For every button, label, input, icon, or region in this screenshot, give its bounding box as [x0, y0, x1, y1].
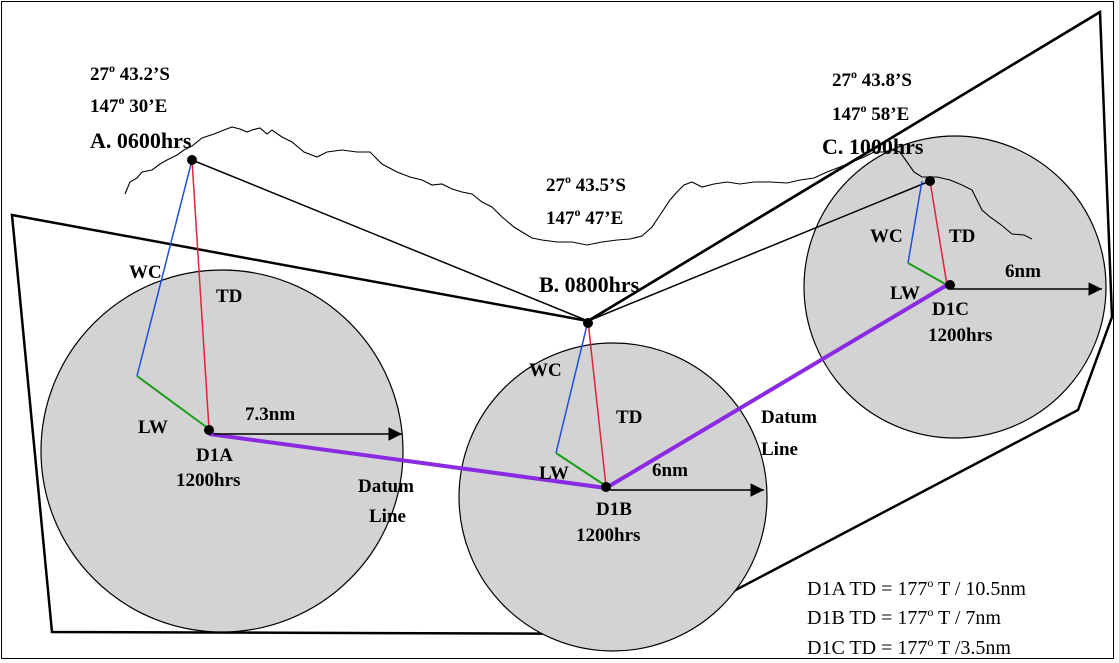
position-c-longitude: 147o 58’E	[832, 101, 909, 125]
datum-line-label-left-1: Datum	[358, 476, 414, 497]
search-circle-d1a	[40, 269, 404, 633]
leeway-vector-a	[136, 375, 210, 430]
radius-label-d1c: 6nm	[1005, 261, 1041, 282]
radius-label-d1b: 6nm	[652, 460, 688, 481]
td-label-c: TD	[949, 226, 975, 247]
leeway-vector-b	[555, 452, 607, 487]
datum-name-d1c: D1C	[932, 299, 969, 320]
water-current-vector-a	[136, 159, 193, 377]
wc-label-b: WC	[529, 360, 562, 381]
wc-label-c: WC	[870, 226, 903, 247]
position-b-longitude: 147o 47’E	[546, 205, 623, 229]
datum-name-d1a: D1A	[196, 445, 233, 466]
total-drift-vector-b	[587, 320, 607, 487]
search-circle-d1b	[458, 342, 768, 652]
position-b-latitude: 27o 43.5’S	[546, 172, 626, 196]
datum-time-d1a: 1200hrs	[176, 470, 240, 491]
fix-point-a	[187, 155, 197, 165]
lw-label-b: LW	[539, 463, 569, 484]
lw-label-c: LW	[890, 283, 920, 304]
total-drift-vector-a	[191, 159, 210, 430]
position-b-fix: B. 0800hrs	[539, 272, 640, 297]
position-c-fix: C. 1000hrs	[822, 134, 924, 159]
search-area-upper-edge	[587, 10, 1101, 323]
legend-d1a: D1A TD = 177o T / 10.5nm	[807, 576, 1026, 600]
position-a-latitude: 27o 43.2’S	[90, 61, 170, 85]
water-current-vector-c	[907, 180, 923, 264]
datum-time-d1b: 1200hrs	[576, 525, 640, 546]
legend-d1c: D1C TD = 177o T /3.5nm	[807, 635, 1011, 659]
td-label-a: TD	[216, 286, 242, 307]
total-drift-vector-c	[929, 180, 948, 286]
datum-line-label-right-2: Line	[761, 439, 798, 460]
datum-line-label-left-2: Line	[369, 506, 406, 527]
position-a-longitude: 147o 30’E	[90, 93, 167, 117]
water-current-vector-b	[555, 320, 589, 454]
datum-line-label-right-1: Datum	[761, 407, 817, 428]
fix-point-c	[925, 176, 935, 186]
track-c-to-b	[587, 180, 931, 322]
datum-time-d1c: 1200hrs	[928, 325, 992, 346]
td-label-b: TD	[616, 407, 642, 428]
datum-name-d1b: D1B	[596, 499, 632, 520]
datum-point-d1b	[601, 482, 611, 492]
position-a-fix: A. 0600hrs	[90, 128, 192, 153]
fix-point-b	[583, 318, 593, 328]
track-a-to-b	[191, 159, 589, 322]
position-c-latitude: 27o 43.8’S	[832, 67, 912, 91]
lw-label-a: LW	[138, 417, 168, 438]
wc-label-a: WC	[129, 262, 162, 283]
datum-point-d1a	[204, 425, 214, 435]
search-circle-d1c	[803, 135, 1107, 439]
datum-point-d1c	[945, 280, 955, 290]
radius-label-d1a: 7.3nm	[245, 404, 295, 425]
leeway-vector-c	[907, 262, 948, 286]
legend-d1b: D1B TD = 177o T / 7nm	[807, 605, 1001, 629]
coastline	[124, 126, 1033, 246]
